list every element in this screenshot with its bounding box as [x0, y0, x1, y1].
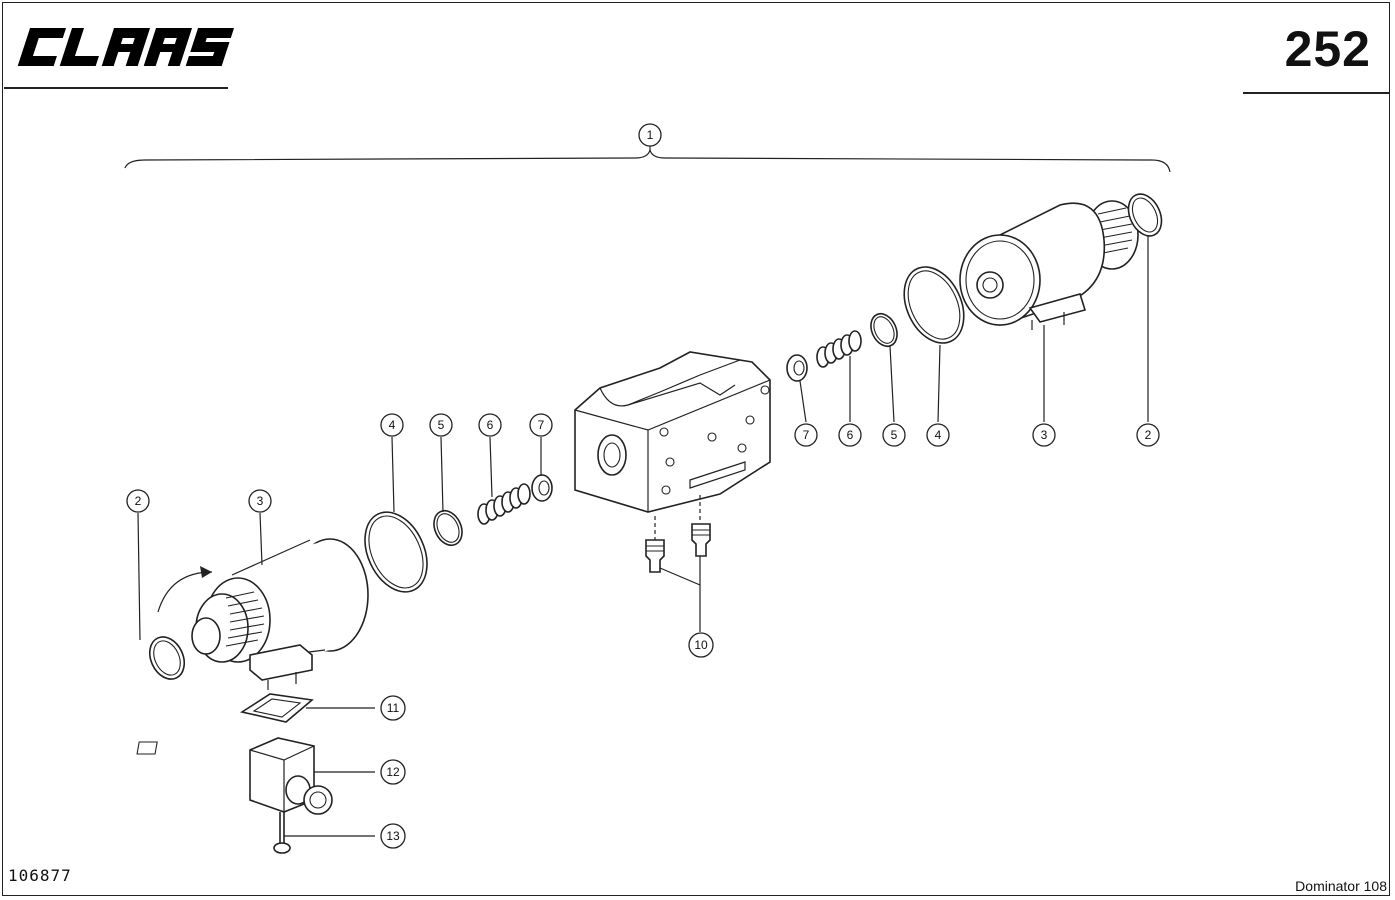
callout-5-left: 5	[429, 413, 453, 437]
callout-2-right-label: 2	[1145, 428, 1152, 442]
document-id: 106877	[8, 866, 72, 885]
callout-4-left-label: 4	[389, 418, 396, 432]
valve-body	[574, 351, 771, 513]
model-name: Dominator 108	[1295, 878, 1387, 894]
washer-right-7	[786, 354, 808, 382]
callout-11-label: 11	[387, 701, 400, 715]
callout-2-left: 2	[126, 489, 150, 513]
callout-4-left: 4	[380, 413, 404, 437]
callout-12-label: 12	[386, 765, 400, 779]
callout-6-left-label: 6	[487, 418, 494, 432]
callout-6-right: 6	[838, 423, 862, 447]
solenoid-left	[157, 538, 369, 690]
assembly-brace	[124, 149, 1171, 173]
o-ring-right-5	[870, 312, 898, 348]
callout-3-right: 3	[1032, 423, 1056, 447]
connector-plug-12	[136, 737, 375, 815]
callout-2-right: 2	[1136, 423, 1160, 447]
header-rule-left	[4, 87, 228, 89]
callout-13-label: 13	[386, 829, 400, 843]
o-ring-right-2	[1127, 193, 1163, 237]
callout-3-right-label: 3	[1041, 428, 1048, 442]
callout-7-left-label: 7	[538, 418, 545, 432]
screw-13	[273, 812, 375, 854]
leader-lines	[137, 146, 1149, 641]
callout-1-label: 1	[647, 128, 654, 142]
callout-3-left-label: 3	[257, 494, 264, 508]
o-ring-left-5	[433, 509, 463, 547]
solenoid-right	[959, 200, 1139, 330]
callout-5-right-label: 5	[891, 428, 898, 442]
spring-right-6	[816, 330, 862, 368]
callout-10: 10	[688, 632, 714, 658]
callout-1: 1	[638, 123, 662, 147]
spring-left-6	[477, 483, 531, 525]
gasket-11	[239, 693, 375, 723]
washer-left-7	[531, 474, 553, 502]
page-number: 252	[1284, 21, 1371, 77]
o-ring-left-2	[148, 636, 186, 680]
callout-7-right-label: 7	[803, 428, 810, 442]
callout-5-right: 5	[882, 423, 906, 447]
callout-11: 11	[380, 695, 406, 721]
callout-2-left-label: 2	[135, 494, 142, 508]
header-rule-right	[1243, 92, 1390, 94]
callout-4-right: 4	[926, 423, 950, 447]
callout-5-left-label: 5	[438, 418, 445, 432]
callout-12: 12	[380, 759, 406, 785]
fittings-10	[645, 523, 711, 632]
callout-13: 13	[380, 823, 406, 849]
callout-10-label: 10	[694, 638, 708, 652]
callout-4-right-label: 4	[935, 428, 942, 442]
callout-3-left: 3	[248, 489, 272, 513]
callout-7-right: 7	[794, 423, 818, 447]
claas-logo	[17, 28, 235, 66]
callout-6-left: 6	[478, 413, 502, 437]
callout-6-right-label: 6	[847, 428, 854, 442]
callout-7-left: 7	[529, 413, 553, 437]
